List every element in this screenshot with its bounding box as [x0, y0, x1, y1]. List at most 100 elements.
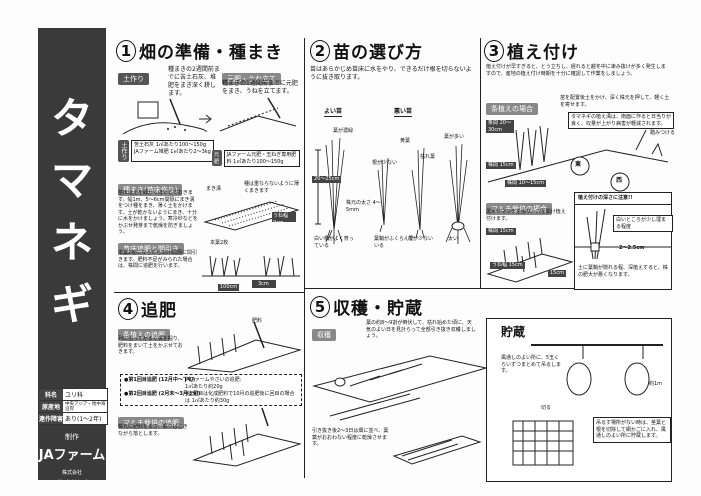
mulch-fert-illustration [192, 407, 302, 467]
storage-height-label: 約1m [649, 381, 663, 387]
bed-length-label: 100cm [218, 284, 240, 291]
section-header: 1 畑の準備・種まき [116, 38, 301, 63]
drying-illustration [392, 435, 482, 465]
creator-logo-text: JAファーム [38, 448, 106, 463]
section-field-prep: 1 畑の準備・種まき [116, 38, 301, 63]
mulch-fert-text: 株元に肥料をまき、振りはじきながら落とします。 [118, 424, 188, 437]
title-char: タ [50, 94, 93, 143]
creator-sub: (株)農協観光 [54, 480, 90, 487]
fert-second-amount: 第2回目は化成肥料で10月の追肥後に回目の場合は 1㎡あたり約30g [185, 391, 295, 404]
meta-key: 科名 [39, 389, 63, 400]
section-title: 収穫・貯蔵 [333, 299, 423, 319]
east-label: 東 [575, 161, 582, 168]
creator-block: 制作 JAファーム株式会社 (株)農協観光 [38, 430, 106, 487]
title-char: ギ [50, 280, 93, 329]
harvest-tag-wrap: 収穫 [312, 322, 336, 341]
ridge-width-label: うね幅 9cm [273, 213, 289, 226]
section-number: 4 [118, 297, 138, 320]
meta-key: 原産地 [39, 401, 63, 412]
meta-key: 連作障害 [39, 413, 63, 424]
meta-row: 連作障害あり(1～2年) [39, 413, 107, 424]
many-leaf-label: 葉が多い [444, 134, 465, 140]
base-fert-tag: 元肥・うね立て [222, 73, 281, 85]
meta-row: 原産地中央アジア・地中海沿岸 [39, 401, 107, 413]
harvest-text: 葉の約8～9割が倒伏して、枯れ始めた頃に、天気のよい日を見計らって全部引き抜き収… [366, 320, 476, 339]
dark-leaf-label: 葉が濃緑 [333, 128, 354, 134]
section-title: 植え付け [507, 43, 579, 63]
vertical-title: タ マ ネ ギ [38, 88, 106, 336]
bad-seedling-label: 悪い苗 [394, 108, 413, 117]
digging-illustration [122, 98, 207, 135]
swell-label: 葉鞘がふくらんでいる [374, 236, 414, 249]
section-number: 2 [310, 39, 330, 62]
base-fert-tag-wrap: 元肥・うね立て [222, 66, 281, 85]
spacing-3cm-label: 3cm [258, 281, 269, 287]
fertilizer-label: 肥料 [252, 318, 263, 324]
depth-warning-box: 植え付けの深さに注意!! 白いところが少し埋まる程度 2～2.5cm 土に葉鞘が… [574, 192, 673, 290]
motohi-amount-text: JAファーム元肥・玉ねぎ専用肥料 1㎡あたり100～150g [223, 150, 300, 167]
creator-logo-note: 株式会社 [61, 470, 82, 476]
section-header: 5 収穫・貯蔵 [310, 294, 423, 319]
section-planting: 3 植え付け [484, 38, 579, 63]
section-header: 3 植え付け [484, 38, 579, 63]
section-title: 畑の準備・種まき [139, 43, 283, 63]
creator-label: 制作 [65, 433, 79, 441]
two-leaf-label: 本葉2枚 [210, 240, 229, 246]
storage-illustration [512, 344, 663, 466]
step-label: 踏みつける [650, 130, 676, 136]
planting-intro-text: 植え付けが早すぎると、とう立ちし、遅れると越冬中に凍み抜けが多く発生しますので、… [486, 64, 666, 77]
lime-box: 土作り 苦土石灰 1㎡あたり100～150g JAファーム堆肥 1㎡あたり2～3… [118, 140, 214, 162]
mulch-ridge-label: うね幅 15cm [490, 262, 525, 269]
crop-meta-table: 科名ユリ科 原産地中央アジア・地中海沿岸 連作障害あり(1～2年) [38, 388, 108, 425]
row-plant-text: 苗を配置後土をかけ、深く株元を押して、軽く土を寄せます。 [560, 95, 670, 108]
divider [114, 292, 304, 293]
white-root-label: 白い根がよく育っている [314, 236, 354, 249]
plant-spacing-15-label: 株間 15cm [486, 162, 516, 169]
depth-warning-title: 植え付けの深さに注意!! [575, 193, 671, 205]
seed-furrow-label: まき溝 [206, 186, 222, 192]
lime-amount-text: 苦土石灰 1㎡あたり100～150g JAファーム堆肥 1㎡あたり2～3kg [131, 140, 214, 162]
mulch-fert-tag: マルチ栽培の追肥 [118, 417, 184, 429]
motohi-box: 元肥 JAファーム元肥・玉ねぎ専用肥料 1㎡あたり100～150g [212, 150, 300, 167]
row-spacing-label: 条間 20～30cm [486, 120, 514, 133]
thin-tag: 苗床追肥と間引き [118, 243, 184, 255]
fert-second: ●第2回目追肥 (2月末～3月上旬) [124, 391, 201, 397]
mulch-fert-tag-wrap: マルチ栽培の追肥 [118, 410, 184, 429]
thinning-illustration [202, 255, 300, 288]
wither-label: 枯れ葉 [420, 154, 436, 160]
plant-spacing-10-label: 株間 10～15cm [505, 180, 546, 187]
section-harvest: 5 収穫・貯蔵 [310, 294, 423, 319]
drying-text: 引き抜き後2～3日は畑に並べ、葉薬がおおわない程度に乾燥させます。 [312, 428, 389, 447]
depth-hint: 白いところが少し埋まる程度 [613, 215, 673, 232]
creator-logo: JAファーム株式会社 [38, 444, 106, 478]
divider [480, 38, 481, 288]
meta-row: 科名ユリ科 [39, 389, 107, 401]
seed-dense-label: 種は重ならないように薄くまきます [244, 181, 299, 194]
divider [304, 288, 672, 289]
stem-thickness-label: 株元の太さ 4～5mm [346, 200, 381, 213]
base-fert-text: 種まきの1週間前までに元肥をまき、うねを立てます。 [222, 80, 298, 95]
fert-first: ●第1回目追肥 (12月中～下旬) [124, 377, 196, 383]
storage-title: 貯蔵 [501, 325, 526, 339]
soil-prep-text: 種まきの2週間前までに苦土石灰、堆肥をまき深く耕します。 [168, 66, 220, 97]
mulch-spacing-label: 株間 15cm [486, 228, 516, 235]
section-number: 1 [116, 39, 136, 62]
section-title: 追肥 [141, 301, 177, 321]
section-header: 4 追肥 [118, 296, 177, 321]
harvest-tag: 収穫 [312, 329, 336, 341]
sow-tag: 種まき(苗床作り) [118, 184, 183, 196]
motohi-tag: 元肥 [212, 150, 222, 166]
sow-text: 苗床は土を細かくほぐしておきます。幅1m、5～6cm間隔にまき溝をつけ種をまき、… [118, 190, 198, 235]
section-seedling-choice: 2 苗の選び方 [310, 38, 423, 63]
depth-warning-text: 土に葉鞘が隠れる程、深植えすると、株の肥大が悪くなります。 [578, 265, 668, 278]
soil-prep-block: 土作り [118, 66, 208, 85]
storage-cut-label: 切る [541, 405, 552, 411]
soil-prep-tag: 土作り [118, 73, 149, 85]
good-seedling-label: よい苗 [324, 108, 343, 117]
few-root-label-top: 根が少ない [372, 160, 398, 166]
arrow-icon [199, 114, 212, 124]
sow-tag-wrap: 種まき(苗床作り) [118, 177, 183, 196]
section-topdressing: 4 追肥 [118, 296, 177, 321]
mulch-illustration [486, 237, 574, 283]
